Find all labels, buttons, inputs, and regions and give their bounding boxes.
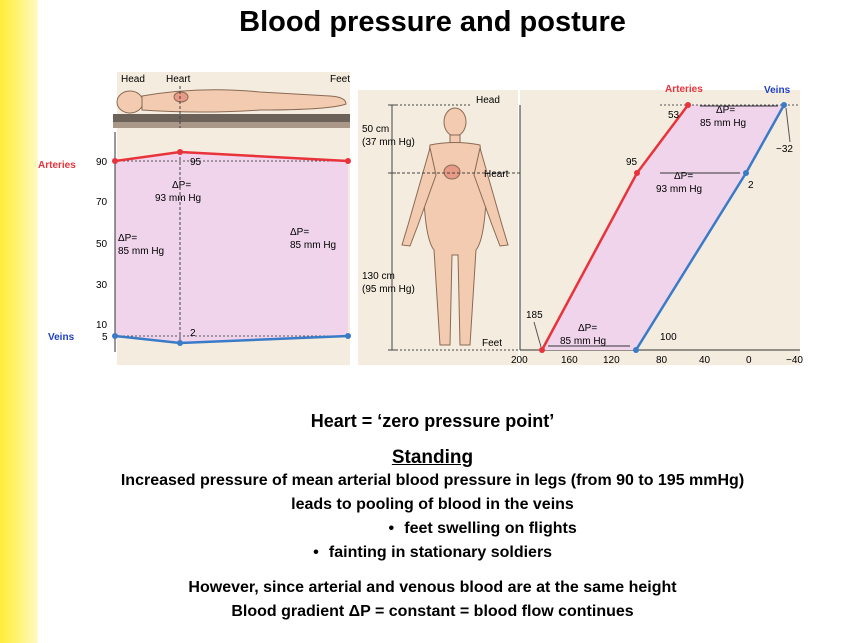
standing-figure: 50 cm (37 mm Hg) 130 cm (95 mm Hg) Head … bbox=[358, 90, 520, 365]
bed-frame bbox=[113, 122, 350, 128]
bullet-text-2: fainting in stationary soldiers bbox=[328, 544, 553, 561]
artery-value-heart-standing: 95 bbox=[626, 157, 638, 168]
y-tick-5: 5 bbox=[102, 332, 108, 343]
vein-value-feet: 100 bbox=[660, 332, 677, 343]
artery-value-feet: 185 bbox=[526, 310, 543, 321]
dp-center-line2: 93 mm Hg bbox=[155, 193, 201, 204]
bullet-text-1: feet swelling on flights bbox=[404, 520, 577, 537]
artery-feet-leader bbox=[533, 321, 542, 348]
dp-mid-line1: ΔP= bbox=[674, 171, 693, 182]
lying-person-illustration bbox=[116, 89, 347, 114]
x-tick-80: 80 bbox=[656, 355, 668, 366]
y-tick-30: 30 bbox=[96, 280, 108, 291]
pressure-fill-region bbox=[115, 152, 348, 343]
vein-value-heart-standing: 2 bbox=[748, 180, 754, 191]
standing-vein-point-heart bbox=[743, 170, 749, 176]
slide-sidebar-accent bbox=[0, 0, 38, 643]
dp-mid-line2: 93 mm Hg bbox=[656, 184, 702, 195]
dp-left-line2: 85 mm Hg bbox=[118, 246, 164, 257]
vein-value-head: −32 bbox=[776, 144, 793, 155]
y-tick-70: 70 bbox=[96, 197, 108, 208]
dp-top-line2: 85 mm Hg bbox=[700, 118, 746, 129]
artery-point-heart bbox=[177, 149, 183, 155]
dp-center-line1: ΔP= bbox=[172, 180, 191, 191]
body-line-3: However, since arterial and venous blood… bbox=[188, 579, 677, 596]
vein-point-heart bbox=[177, 340, 183, 346]
bullet-item-2: • fainting in stationary soldiers bbox=[0, 544, 865, 562]
lying-veins-label: Veins bbox=[48, 332, 75, 343]
dp-bottom-line2: 85 mm Hg bbox=[560, 336, 606, 347]
standing-artery-point-heart bbox=[634, 170, 640, 176]
body-line-2: leads to pooling of blood in the veins bbox=[291, 496, 574, 513]
lower-distance-line2: (95 mm Hg) bbox=[362, 284, 415, 295]
y-tick-50: 50 bbox=[96, 239, 108, 250]
vein-value-heart: 2 bbox=[190, 328, 196, 339]
lying-figure: Head Heart Feet 90 70 50 30 10 5 95 2 bbox=[38, 72, 351, 365]
bullet-glyph: • bbox=[388, 520, 395, 537]
bullet-item-1: • feet swelling on flights bbox=[0, 520, 865, 538]
lower-distance-line1: 130 cm bbox=[362, 271, 395, 282]
standing-artery-point-feet bbox=[539, 347, 545, 353]
lying-feet-label: Feet bbox=[330, 74, 350, 85]
x-tick-0: 0 bbox=[746, 355, 752, 366]
body-line-4: Blood gradient ΔP = constant = blood flo… bbox=[231, 603, 634, 620]
body-line-1: Increased pressure of mean arterial bloo… bbox=[120, 472, 745, 489]
lying-head-label: Head bbox=[121, 74, 145, 85]
standing-arteries-label: Arteries bbox=[665, 84, 703, 95]
vein-point-feet bbox=[345, 333, 351, 339]
standing-pressure-chart: Arteries Veins 53 95 185 −32 2 100 ΔP= 8… bbox=[511, 84, 803, 366]
upper-distance-line1: 50 cm bbox=[362, 124, 389, 135]
vein-head-leader bbox=[785, 107, 791, 143]
x-tick-200: 200 bbox=[511, 355, 528, 366]
standing-heart-label: Heart bbox=[484, 169, 509, 180]
lying-arteries-label: Arteries bbox=[38, 160, 76, 171]
y-tick-10: 10 bbox=[96, 320, 108, 331]
x-tick-120: 120 bbox=[603, 355, 620, 366]
lying-heart-label: Heart bbox=[166, 74, 191, 85]
x-tick-40: 40 bbox=[699, 355, 711, 366]
artery-value-head: 53 bbox=[668, 110, 680, 121]
artery-point-feet bbox=[345, 158, 351, 164]
x-tick-160: 160 bbox=[561, 355, 578, 366]
standing-artery-point-head bbox=[685, 102, 691, 108]
upper-distance-line2: (37 mm Hg) bbox=[362, 137, 415, 148]
standing-head-label: Head bbox=[476, 95, 500, 106]
standing-vein-point-feet bbox=[633, 347, 639, 353]
heart-zero-point-note: Heart = ‘zero pressure point’ bbox=[310, 411, 555, 431]
bullet-glyph: • bbox=[313, 544, 319, 561]
vein-point-head bbox=[112, 333, 118, 339]
standing-heading: Standing bbox=[391, 447, 474, 468]
bed-mattress bbox=[113, 114, 350, 122]
slide-title: Blood pressure and posture bbox=[239, 6, 626, 38]
y-tick-90: 90 bbox=[96, 157, 108, 168]
standing-feet-label: Feet bbox=[482, 338, 502, 349]
dp-right-line2: 85 mm Hg bbox=[290, 240, 336, 251]
dp-left-line1: ΔP= bbox=[118, 233, 137, 244]
standing-x-tick-labels: 200 160 120 80 40 0 −40 bbox=[511, 355, 803, 366]
dp-bottom-line1: ΔP= bbox=[578, 323, 597, 334]
artery-value-heart: 95 bbox=[190, 157, 202, 168]
artery-point-head bbox=[112, 158, 118, 164]
dp-top-line1: ΔP= bbox=[716, 105, 735, 116]
lying-y-tick-labels: 90 70 50 30 10 5 bbox=[96, 157, 108, 343]
standing-veins-label: Veins bbox=[764, 85, 791, 96]
x-tick-neg40: −40 bbox=[786, 355, 803, 366]
standing-fill-region-main bbox=[542, 105, 784, 350]
dp-right-line1: ΔP= bbox=[290, 227, 309, 238]
standing-vein-point-head bbox=[781, 102, 787, 108]
